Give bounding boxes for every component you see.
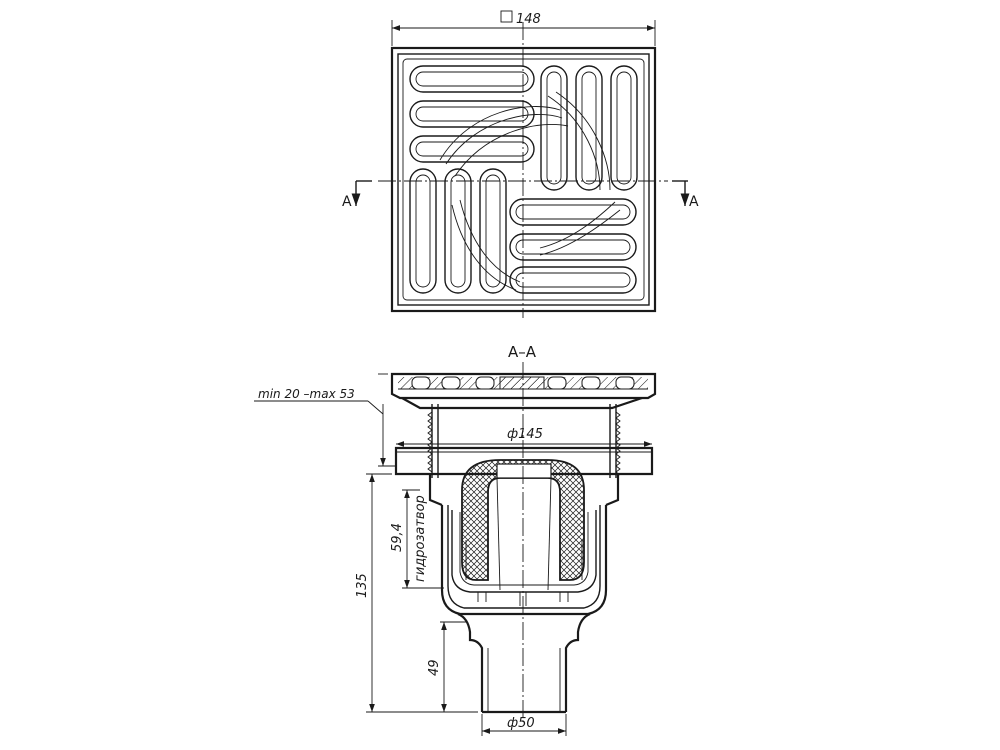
plan-view: 148 A A [342,10,699,318]
section-view: A–A [254,343,657,736]
section-mark-left: A [342,194,352,210]
water-seal-label: гидрозатвор [413,495,428,582]
dimension-dia-145: ф145 [507,427,543,442]
trap-body [440,505,608,616]
water-seal-value: 59,4 [390,523,405,552]
water-seal-bell [461,459,585,591]
section-title: A–A [508,343,537,361]
funnel-underlay [439,91,621,291]
dimension-148: 148 [516,12,541,27]
grate-inner-frame [397,53,650,306]
grate-outer-frame [390,46,657,313]
grate-rim [402,58,645,301]
slots-bottom-right [509,198,637,294]
slots-bottom-left [409,168,507,294]
adjust-range-label: min 20 –max 53 [258,387,355,401]
slots-top-right [540,65,638,191]
square-symbol-icon [500,10,513,23]
outlet-pipe [457,612,591,714]
dimension-49: 49 [427,659,442,676]
dimension-dia-50: ф50 [507,716,535,731]
section-mark-right: A [689,194,699,210]
grate-section [390,372,657,400]
slots-top-left [409,65,535,163]
body-flange [394,446,654,507]
dimension-135: 135 [355,573,370,598]
